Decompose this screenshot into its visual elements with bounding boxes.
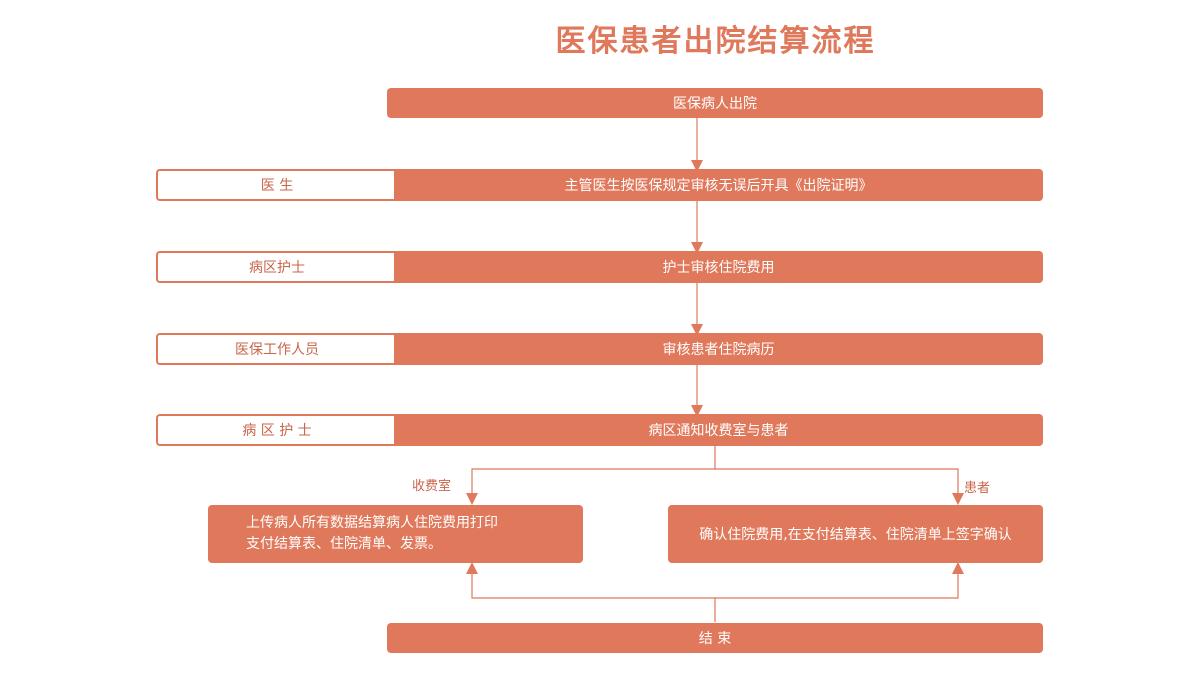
role-insurance-staff-label: 医保工作人员 [235,342,319,358]
diagram-title: 医保患者出院结算流程 [555,24,876,59]
branch-split [466,446,716,505]
role-ward-nurse-2: 病 区 护 士 [156,414,396,446]
merge-left [466,562,716,622]
step-patient-confirm: 确认住院费用,在支付结算表、住院清单上签字确认 [668,505,1043,563]
role-ward-nurse-label: 病区护士 [249,260,305,276]
role-ward-nurse-2-label: 病 区 护 士 [242,423,312,439]
step-start: 医保病人出院 [387,88,1043,118]
step-notify: 病区通知收费室与患者 [394,414,1043,446]
step-cashier-line2: 支付结算表、住院清单、发票。 [246,536,442,552]
step-end: 结 束 [387,623,1043,653]
step-notify-label: 病区通知收费室与患者 [648,423,789,439]
role-doctor: 医 生 [156,169,396,201]
role-doctor-label: 医 生 [260,178,294,194]
step-review-records: 审核患者住院病历 [394,333,1043,365]
step-end-label: 结 束 [698,631,732,647]
merge-right [715,562,964,599]
step-nurse-review-fees: 护士审核住院费用 [394,251,1043,283]
branch-label-patient: 患者 [964,481,991,496]
branch-split-right [715,468,964,505]
branch-label-cashier: 收费室 [412,479,452,494]
step-review-records-label: 审核患者住院病历 [662,342,775,358]
step-nurse-review-fees-label: 护士审核住院费用 [662,260,775,276]
role-insurance-staff: 医保工作人员 [156,333,396,365]
step-doctor-certificate-label: 主管医生按医保规定审核无误后开具《出院证明》 [564,178,873,194]
step-start-label: 医保病人出院 [673,96,757,112]
step-doctor-certificate: 主管医生按医保规定审核无误后开具《出院证明》 [394,169,1043,201]
step-cashier-line1: 上传病人所有数据结算病人住院费用打印 [246,515,498,531]
role-ward-nurse: 病区护士 [156,251,396,283]
step-cashier-settlement: 上传病人所有数据结算病人住院费用打印 支付结算表、住院清单、发票。 [208,505,583,563]
step-patient-confirm-label: 确认住院费用,在支付结算表、住院清单上签字确认 [699,527,1012,543]
